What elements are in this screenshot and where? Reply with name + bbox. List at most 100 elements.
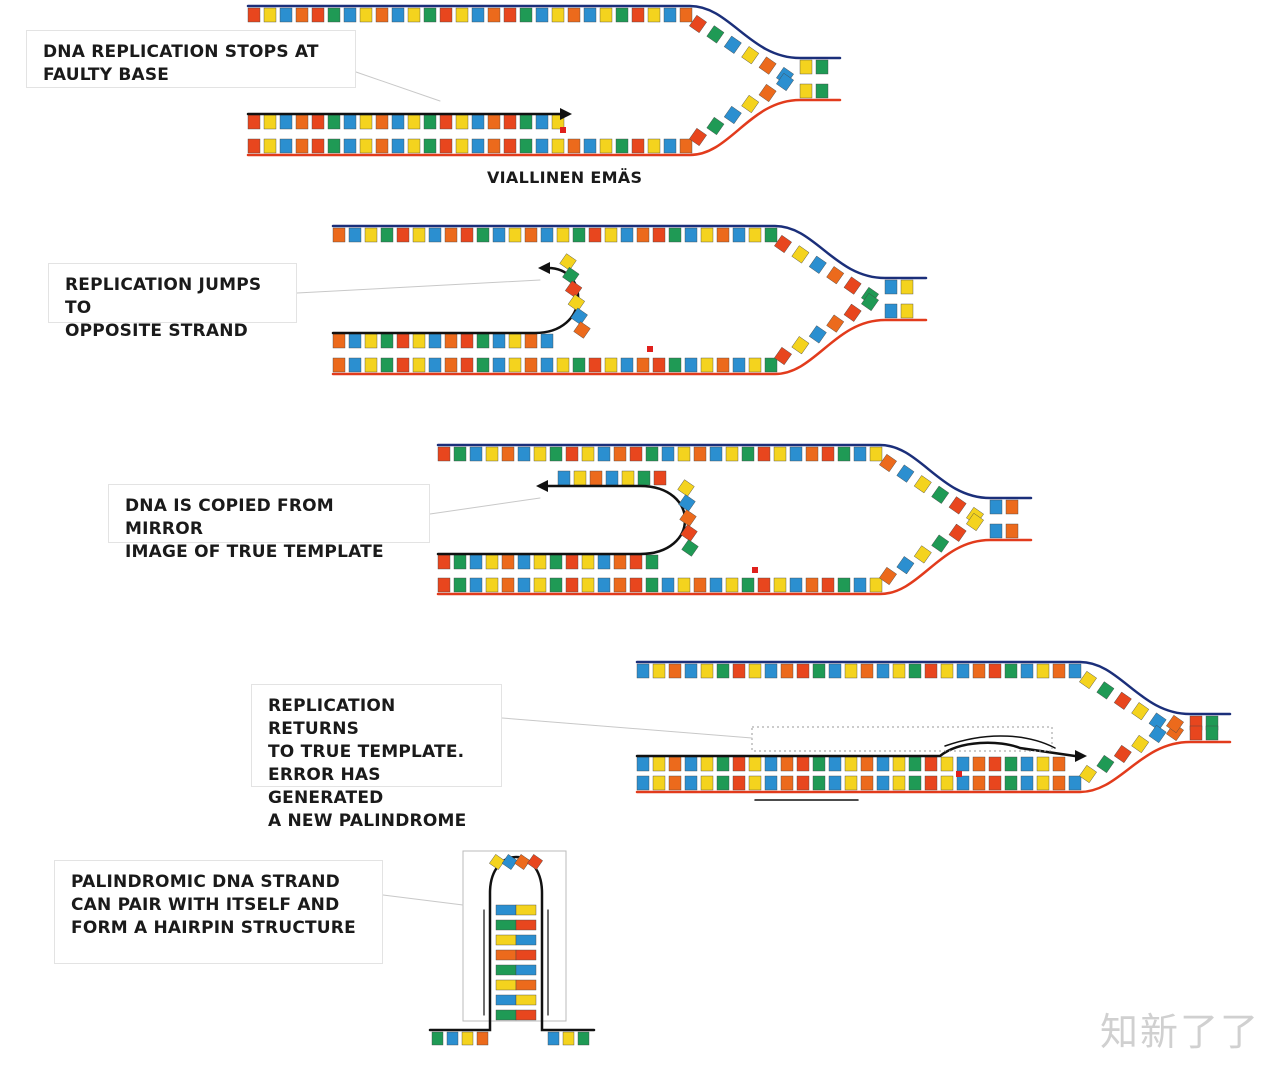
base bbox=[428, 227, 442, 243]
base bbox=[860, 663, 874, 679]
base bbox=[940, 756, 954, 772]
base bbox=[748, 227, 762, 243]
base bbox=[519, 138, 533, 154]
base bbox=[908, 663, 922, 679]
base bbox=[567, 7, 581, 23]
base bbox=[359, 7, 373, 23]
base bbox=[524, 333, 538, 349]
base bbox=[652, 775, 666, 791]
base bbox=[780, 663, 794, 679]
base bbox=[677, 479, 695, 497]
base bbox=[884, 303, 898, 319]
base bbox=[652, 663, 666, 679]
base bbox=[559, 253, 577, 271]
base bbox=[706, 116, 725, 136]
leader-line bbox=[355, 71, 441, 102]
base bbox=[748, 756, 762, 772]
base bbox=[423, 7, 437, 23]
base bbox=[629, 446, 643, 462]
base bbox=[247, 7, 261, 23]
base bbox=[567, 138, 581, 154]
base bbox=[924, 756, 938, 772]
base bbox=[391, 114, 405, 130]
base bbox=[428, 333, 442, 349]
base bbox=[311, 7, 325, 23]
base bbox=[364, 227, 378, 243]
base bbox=[1005, 523, 1019, 539]
leader-line bbox=[382, 894, 464, 906]
base bbox=[444, 227, 458, 243]
base bbox=[515, 994, 537, 1006]
base bbox=[808, 325, 827, 344]
base bbox=[716, 357, 730, 373]
watermark: 知新了了 bbox=[1099, 1010, 1260, 1054]
base bbox=[776, 72, 794, 92]
base bbox=[1205, 725, 1219, 741]
base bbox=[684, 775, 698, 791]
base bbox=[860, 775, 874, 791]
base bbox=[515, 1009, 537, 1021]
base bbox=[455, 114, 469, 130]
base bbox=[913, 475, 932, 494]
base bbox=[789, 577, 803, 593]
base bbox=[748, 663, 762, 679]
base bbox=[476, 1031, 489, 1046]
base bbox=[391, 7, 405, 23]
base bbox=[812, 775, 826, 791]
base bbox=[828, 775, 842, 791]
base bbox=[988, 663, 1002, 679]
base bbox=[956, 775, 970, 791]
base bbox=[896, 556, 915, 575]
base bbox=[327, 138, 341, 154]
new-strand-return bbox=[635, 741, 1077, 758]
base bbox=[948, 496, 967, 515]
base bbox=[636, 756, 650, 772]
base bbox=[263, 138, 277, 154]
base bbox=[1131, 702, 1150, 721]
base bbox=[1148, 712, 1167, 731]
base bbox=[295, 7, 309, 23]
base bbox=[680, 524, 698, 542]
base bbox=[343, 114, 357, 130]
base bbox=[460, 333, 474, 349]
base bbox=[476, 357, 490, 373]
base bbox=[524, 227, 538, 243]
base bbox=[876, 775, 890, 791]
base bbox=[805, 577, 819, 593]
base bbox=[471, 138, 485, 154]
base bbox=[821, 446, 835, 462]
base bbox=[668, 775, 682, 791]
base bbox=[343, 138, 357, 154]
base bbox=[799, 59, 813, 75]
base bbox=[446, 1031, 459, 1046]
hairpin-backbone bbox=[428, 855, 596, 1032]
base bbox=[461, 1031, 474, 1046]
base bbox=[573, 321, 591, 339]
base bbox=[620, 227, 634, 243]
base bbox=[860, 756, 874, 772]
base bbox=[524, 357, 538, 373]
base bbox=[407, 7, 421, 23]
top-strand-backbone bbox=[331, 224, 928, 280]
base bbox=[604, 357, 618, 373]
base bbox=[812, 756, 826, 772]
new-strand-jump bbox=[331, 266, 580, 335]
base bbox=[631, 138, 645, 154]
base bbox=[423, 138, 437, 154]
base bbox=[412, 333, 426, 349]
base bbox=[1052, 775, 1066, 791]
base bbox=[551, 138, 565, 154]
faulty-base-marker bbox=[560, 127, 566, 133]
base bbox=[564, 280, 583, 298]
base bbox=[892, 756, 906, 772]
base bbox=[391, 138, 405, 154]
base bbox=[348, 227, 362, 243]
base bbox=[876, 663, 890, 679]
base bbox=[380, 357, 394, 373]
base bbox=[495, 994, 517, 1006]
base bbox=[684, 663, 698, 679]
base bbox=[791, 336, 810, 355]
base bbox=[853, 446, 867, 462]
base bbox=[396, 357, 410, 373]
base bbox=[1068, 663, 1082, 679]
